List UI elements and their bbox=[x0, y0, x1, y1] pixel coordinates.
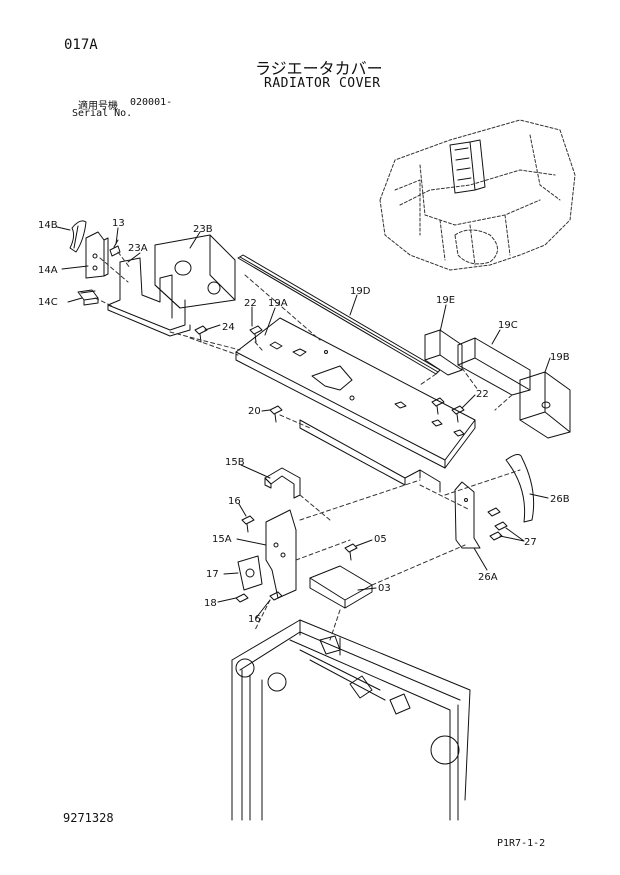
radiator-cover-in-excavator bbox=[449, 139, 486, 194]
part-26A-bracket bbox=[454, 481, 481, 549]
label-23B: 23B bbox=[193, 224, 213, 235]
part-19C-block bbox=[457, 337, 531, 396]
part-14C-block bbox=[77, 289, 99, 306]
label-leaders bbox=[56, 226, 551, 619]
label-13: 13 bbox=[112, 218, 125, 229]
part-15B-handle bbox=[264, 467, 301, 499]
label-23A: 23A bbox=[128, 243, 148, 254]
part-26B-strip bbox=[505, 454, 535, 523]
label-22-right: 22 bbox=[476, 389, 489, 400]
bolt-16-upper bbox=[241, 515, 255, 533]
label-16-upper: 16 bbox=[228, 496, 241, 507]
label-18: 18 bbox=[204, 598, 217, 609]
part-03-tray bbox=[309, 565, 373, 609]
part-14B-seal-strip bbox=[69, 220, 87, 253]
document-number: 9271328 bbox=[63, 811, 114, 825]
excavator-outline bbox=[379, 119, 576, 271]
label-26B: 26B bbox=[550, 494, 570, 505]
label-19D: 19D bbox=[350, 286, 371, 297]
part-19D-strip bbox=[237, 254, 441, 375]
label-19B: 19B bbox=[550, 352, 570, 363]
part-23A-bracket bbox=[107, 257, 191, 337]
figure-code: 017A bbox=[64, 37, 98, 53]
label-17: 17 bbox=[206, 569, 219, 580]
bolt-16-lower bbox=[269, 591, 283, 601]
title-english: RADIATOR COVER bbox=[264, 76, 381, 91]
label-24: 24 bbox=[222, 322, 235, 333]
title-japanese: ラジエータカバー bbox=[255, 59, 383, 78]
part-19A-cover bbox=[235, 317, 476, 493]
label-20: 20 bbox=[248, 406, 261, 417]
label-19E: 19E bbox=[436, 295, 455, 306]
label-15B: 15B bbox=[225, 457, 245, 468]
label-15A: 15A bbox=[212, 534, 232, 545]
part-labels: 14B 13 23B 23A 14A 14C 22 19A 24 19D 19E… bbox=[38, 218, 570, 625]
bolt-24 bbox=[194, 325, 208, 343]
serial-label-japanese: 適用号機 bbox=[78, 101, 118, 112]
bolts-22-right bbox=[431, 397, 465, 423]
part-19B-block bbox=[519, 371, 571, 439]
bolt-05 bbox=[344, 543, 358, 561]
serial-label-english: Serial No. bbox=[72, 108, 133, 119]
label-14A: 14A bbox=[38, 265, 58, 276]
label-19C: 19C bbox=[498, 320, 518, 331]
label-05: 05 bbox=[374, 534, 387, 545]
assembly-lines bbox=[94, 251, 521, 641]
label-14B: 14B bbox=[38, 220, 58, 231]
label-27: 27 bbox=[524, 537, 537, 548]
bolt-20 bbox=[269, 405, 283, 423]
part-15A-bracket bbox=[265, 509, 297, 599]
bolts-27 bbox=[487, 507, 508, 541]
label-16-lower: 16 bbox=[248, 614, 261, 625]
label-03: 03 bbox=[378, 583, 391, 594]
page-reference: P1R7-1-2 bbox=[497, 838, 546, 849]
label-14C: 14C bbox=[38, 297, 58, 308]
label-22-top: 22 bbox=[244, 298, 257, 309]
radiator-frame bbox=[231, 619, 471, 821]
part-14A-plate bbox=[85, 231, 109, 279]
label-26A: 26A bbox=[478, 572, 498, 583]
serial-range: 020001- bbox=[130, 97, 173, 108]
part-17-plate bbox=[237, 555, 263, 591]
part-23B-pad bbox=[154, 234, 236, 309]
label-19A: 19A bbox=[268, 298, 288, 309]
part-13-bolt bbox=[109, 239, 121, 257]
bolt-22-top bbox=[249, 325, 263, 343]
bolt-18 bbox=[235, 593, 249, 603]
